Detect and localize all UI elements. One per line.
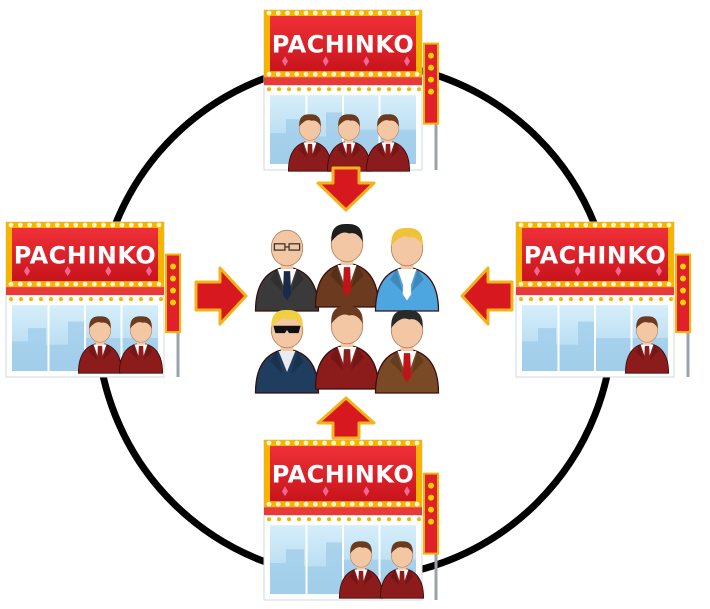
flag-icon: [423, 472, 439, 600]
flag-icon: [165, 253, 181, 377]
group-member-sunglasses-man: [254, 309, 320, 394]
group-member-brown-jacket-man: [374, 309, 440, 394]
group-member-blond-man: [374, 227, 440, 312]
shop-customer-icon: [365, 114, 411, 172]
group-member-maroon-suit-man: [314, 305, 380, 390]
shop-customer-icon: [326, 114, 372, 172]
pachinko-shop-bottom: PACHINKO: [263, 439, 439, 601]
arrow-right-icon: [194, 266, 248, 326]
group-member-glasses-man: [254, 229, 320, 312]
arrows-layer: [194, 166, 514, 440]
arrow-down-icon: [316, 166, 376, 212]
pachinko-shop-right: PACHINKO: [515, 221, 691, 378]
flag-icon: [675, 253, 691, 377]
shop-customer-icon: [624, 316, 670, 374]
shops-layer: PACHINKO PACHINKO PACHINKO PACHINKO: [5, 9, 691, 601]
pachinko-shop-top: PACHINKO: [263, 9, 439, 172]
shop-sign-label: PACHINKO: [524, 242, 667, 270]
flag-icon: [423, 42, 439, 170]
arrow-left-icon: [460, 266, 514, 326]
group-member-brown-suit-man: [314, 223, 380, 308]
shop-customer-icon: [338, 541, 384, 599]
shop-customer-icon: [77, 316, 123, 374]
arrow-up-icon: [316, 396, 376, 440]
shop-customer-icon: [379, 541, 425, 599]
center-customer-group: [254, 223, 440, 394]
shop-sign-label: PACHINKO: [272, 31, 415, 59]
shop-sign-label: PACHINKO: [14, 242, 157, 270]
shop-sign-label: PACHINKO: [272, 461, 415, 489]
shop-customer-icon: [118, 316, 164, 374]
pachinko-shop-left: PACHINKO: [5, 221, 181, 378]
